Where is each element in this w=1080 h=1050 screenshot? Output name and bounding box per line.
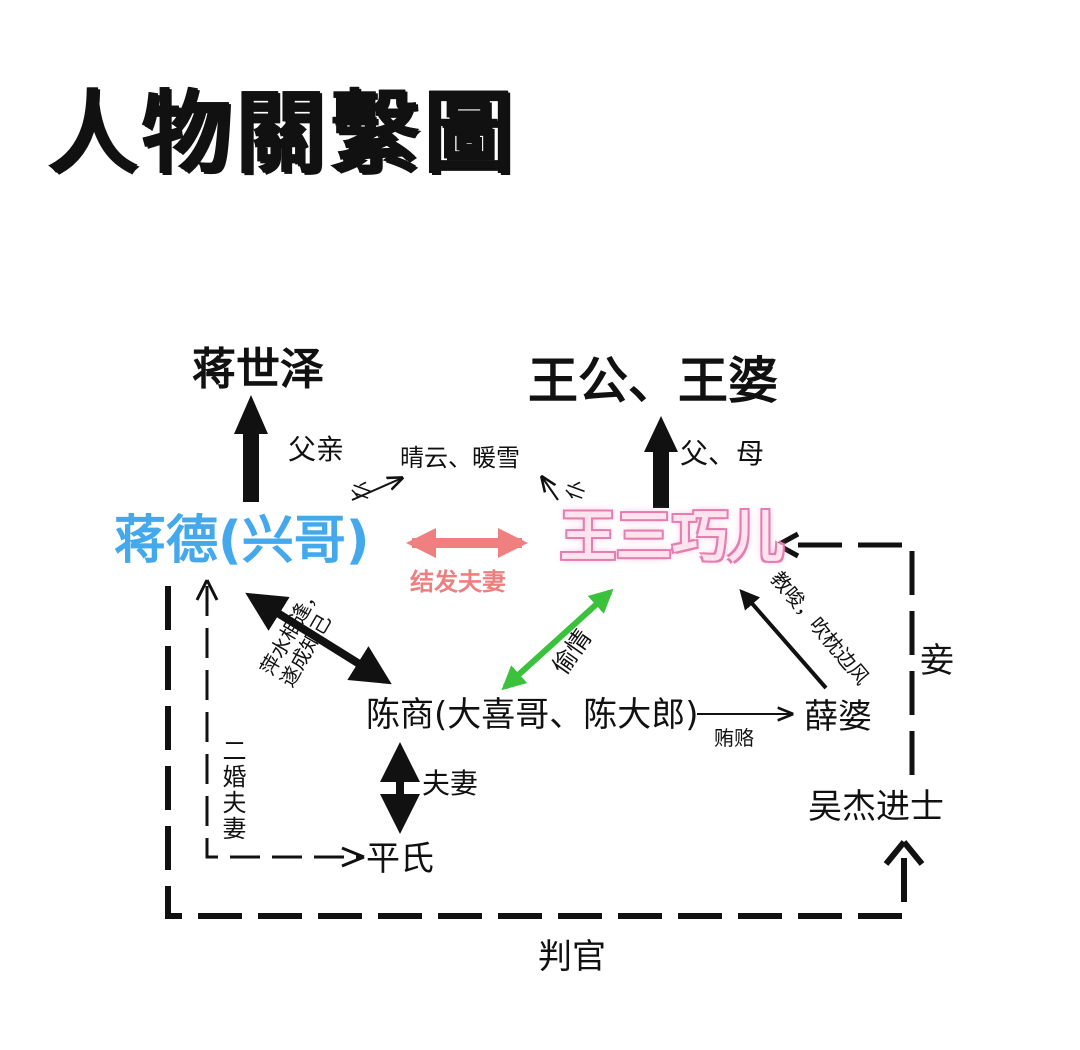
label-parents: 父、母 [680, 437, 765, 470]
node-jiang-de: 蒋德(兴哥) [114, 511, 370, 571]
label-second-marriage: 二婚夫妻 [218, 738, 246, 842]
arrow-instigate [739, 588, 828, 690]
arrow-jiangde-chenshang [245, 592, 392, 685]
node-chen-shang: 陈商(大喜哥、陈大郎) [366, 695, 699, 735]
arrow-judge [165, 586, 907, 919]
arrow-servant-right [542, 477, 559, 501]
node-wang-parents: 王公、王婆 [528, 352, 778, 410]
arrow-affair [501, 588, 614, 691]
node-xue-po: 薛婆 [804, 697, 872, 737]
label-concubine: 妾 [920, 641, 954, 681]
node-wang-sanqiao: 王三巧儿 [560, 505, 784, 570]
arrow-wang-to-parents [644, 416, 678, 508]
arrow-second-marriage [205, 586, 360, 859]
arrow-concubine [786, 542, 915, 775]
arrow-jiangde-to-father [234, 395, 268, 502]
node-qingyun-nuanxue: 晴云、暖雪 [400, 444, 520, 472]
page-title: 人物關繫圖 [48, 80, 518, 186]
arrow-servant-left [351, 478, 402, 501]
label-couple: 夫妻 [422, 767, 479, 800]
label-married: 结发夫妻 [410, 568, 506, 596]
node-ping-shi: 平氏 [366, 839, 434, 879]
label-judge: 判官 [538, 937, 606, 977]
node-jiang-shize: 蒋世泽 [192, 344, 324, 395]
label-father: 父亲 [288, 433, 345, 466]
node-wu-jie: 吴杰进士 [808, 787, 944, 827]
label-bribe: 贿赂 [714, 726, 754, 750]
